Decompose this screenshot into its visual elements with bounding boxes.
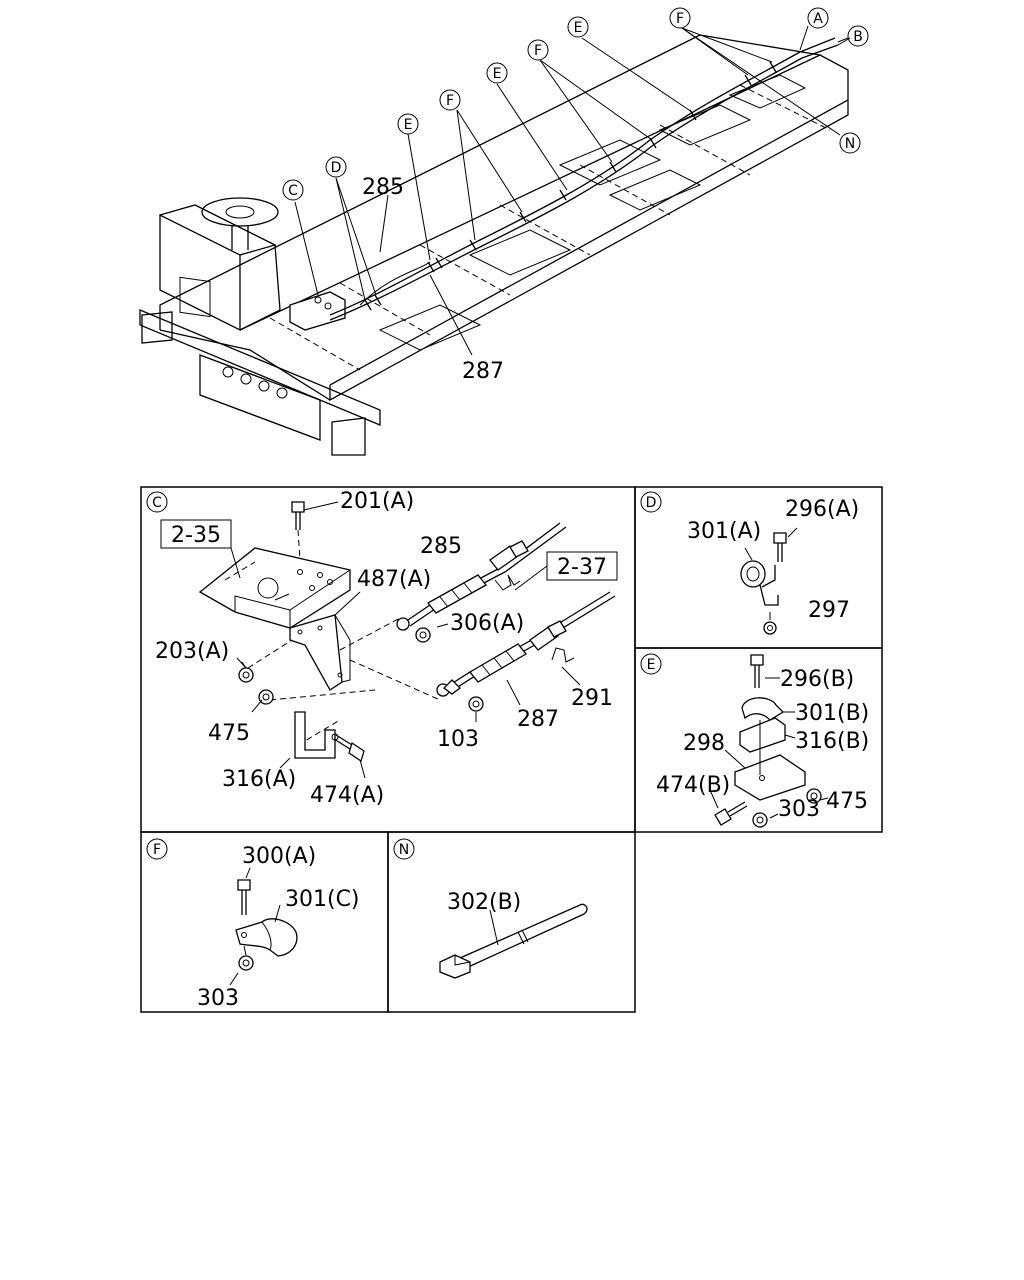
label-475: 475 [208, 721, 250, 746]
label-287: 287 [517, 707, 559, 732]
callout-f-1: F [676, 11, 684, 27]
panel-d-tag: D [646, 495, 657, 511]
label-303-e: 303 [778, 797, 820, 822]
ref-box-2-35 [160, 519, 232, 549]
label-285: 285 [420, 534, 462, 559]
label-474b: 474(B) [656, 773, 730, 798]
label-302b: 302(B) [447, 890, 521, 915]
label-301c: 301(C) [285, 887, 360, 912]
callout-c: C [288, 183, 298, 199]
callout-n: N [845, 136, 855, 152]
panel-c-tag: C [152, 495, 162, 511]
ref-label-2-37: 2-37 [557, 555, 607, 580]
label-316b: 316(B) [795, 729, 869, 754]
panel-n: N 302(B) [393, 838, 588, 979]
panel-d: D 301(A) 296(A) 297 [640, 491, 859, 635]
label-300a: 300(A) [242, 844, 316, 869]
callout-e-3: E [404, 117, 413, 133]
label-301b: 301(B) [795, 701, 869, 726]
label-298: 298 [683, 731, 725, 756]
ref-label-2-35: 2-35 [171, 523, 221, 548]
callout-d: D [331, 160, 342, 176]
label-487a: 487(A) [357, 567, 431, 592]
callout-f-3: F [446, 93, 454, 109]
panel-e-tag: E [647, 657, 656, 673]
panel-f-tag: F [153, 842, 161, 858]
label-201a: 201(A) [340, 489, 414, 514]
label-203a: 203(A) [155, 639, 229, 664]
label-316a: 316(A) [222, 767, 296, 792]
label-103: 103 [437, 727, 479, 752]
panel-f: F 300(A) 301(C) 303 [146, 838, 360, 1011]
chassis-overview [139, 25, 851, 456]
callout-b: B [853, 29, 863, 45]
label-291: 291 [571, 686, 613, 711]
overview-label-285: 285 [362, 175, 404, 200]
label-297: 297 [808, 598, 850, 623]
panel-e: E 296(B) 301(B) 298 316(B) 474(B) 303 [640, 653, 869, 828]
callout-e-2: E [493, 66, 502, 82]
panel-borders [140, 486, 883, 1013]
label-296b: 296(B) [780, 667, 854, 692]
callout-e-1: E [574, 20, 583, 36]
overview-callouts: A B N F E F E F E D C 285 287 [282, 7, 869, 384]
label-474a: 474(A) [310, 783, 384, 808]
label-301a-d: 301(A) [687, 519, 761, 544]
panel-n-tag: N [399, 842, 409, 858]
label-303-f: 303 [197, 986, 239, 1011]
label-296a: 296(A) [785, 497, 859, 522]
overview-label-287: 287 [462, 359, 504, 384]
callout-f-2: F [534, 43, 542, 59]
callout-a: A [813, 11, 823, 27]
label-306a: 306(A) [450, 611, 524, 636]
panel-c: C 2-35 2-37 [146, 489, 618, 808]
label-475-e: 475 [826, 789, 868, 814]
